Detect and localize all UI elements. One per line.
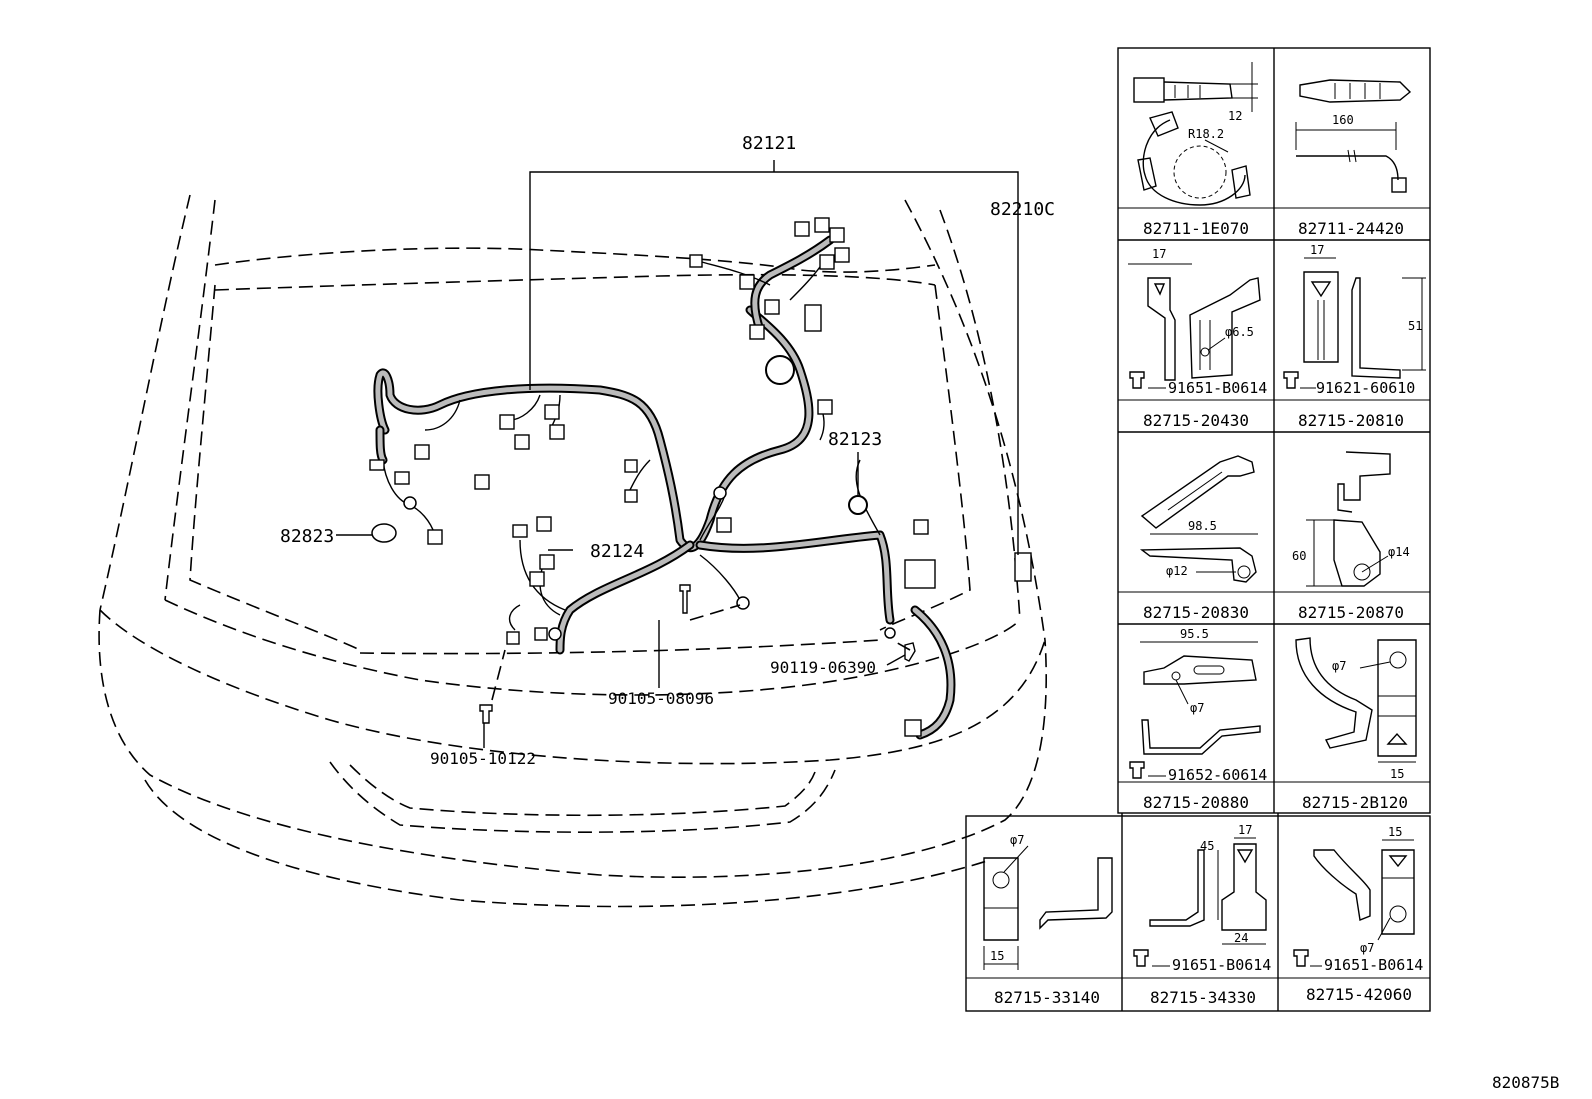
parts-table <box>965 47 1431 1012</box>
dim-45: 45 <box>1200 839 1214 853</box>
caption-82715-20870: 82715-20870 <box>1298 603 1404 622</box>
dim-95-5: 95.5 <box>1180 627 1209 641</box>
part-cell-82715-2b120: φ7 15 <box>1295 637 1417 781</box>
engine-wire-harness <box>369 217 1032 740</box>
part-cell-82715-20830: 98.5 φ12 <box>1139 455 1258 583</box>
part-number-captions: 82711-1E070 82711-24420 82715-20430 8271… <box>994 219 1412 1007</box>
caption-82711-1e070: 82711-1E070 <box>1143 219 1249 238</box>
part-cell-82715-20430: 17 φ6.5 91651-B0614 <box>1128 247 1267 397</box>
screw-91651-b0614-b: 91651-B0614 <box>1172 956 1271 974</box>
dim-12: 12 <box>1228 109 1242 123</box>
part-cell-82715-33140: φ7 15 <box>983 833 1113 970</box>
caption-82711-24420: 82711-24420 <box>1298 219 1404 238</box>
caption-82715-20830: 82715-20830 <box>1143 603 1249 622</box>
label-82823: 82823 <box>280 526 334 547</box>
part-cell-82715-34330: 45 17 24 91651-B0614 <box>1133 823 1271 974</box>
dim-15-a: 15 <box>1390 767 1404 781</box>
caption-82715-20810: 82715-20810 <box>1298 411 1404 430</box>
dim-24: 24 <box>1234 931 1248 945</box>
screw-91621-60610: 91621-60610 <box>1316 379 1415 397</box>
dim-60: 60 <box>1292 549 1306 563</box>
part-cell-82715-20870: φ14 60 <box>1292 451 1410 587</box>
caption-82715-2b120: 82715-2B120 <box>1302 793 1408 812</box>
label-82210c: 82210C <box>990 199 1055 220</box>
dim-51: 51 <box>1408 319 1422 333</box>
label-82121: 82121 <box>742 133 796 154</box>
label-82123: 82123 <box>828 429 882 450</box>
part-cell-82711-24420: 160 <box>1295 79 1412 193</box>
part-cell-82715-42060: 15 φ7 91651-B0614 <box>1293 825 1423 974</box>
label-90119-06390: 90119-06390 <box>770 658 876 677</box>
screw-91651-b0614-a: 91651-B0614 <box>1168 379 1267 397</box>
caption-82715-20430: 82715-20430 <box>1143 411 1249 430</box>
dim-phi7-a: φ7 <box>1190 701 1204 715</box>
part-cell-82715-20810: 17 51 91621-60610 <box>1283 243 1426 397</box>
part-cell-82711-1e070: 12 R18.2 <box>1133 62 1258 206</box>
dim-phi12: φ12 <box>1166 564 1188 578</box>
dim-17-c: 17 <box>1238 823 1252 837</box>
dim-17-b: 17 <box>1310 243 1324 257</box>
dim-15-c: 15 <box>1388 825 1402 839</box>
dim-phi7-b: φ7 <box>1332 659 1346 673</box>
dim-15-b: 15 <box>990 949 1004 963</box>
part-cell-82715-20880: 95.5 φ7 91652-60614 <box>1129 627 1267 784</box>
caption-82715-34330: 82715-34330 <box>1150 988 1256 1007</box>
caption-82715-33140: 82715-33140 <box>994 988 1100 1007</box>
caption-82715-20880: 82715-20880 <box>1143 793 1249 812</box>
figure-reference: 820875B <box>1492 1073 1559 1092</box>
screw-91652-60614: 91652-60614 <box>1168 766 1267 784</box>
dim-r18-2: R18.2 <box>1188 127 1224 141</box>
label-90105-08096: 90105-08096 <box>608 689 714 708</box>
dim-160: 160 <box>1332 113 1354 127</box>
dim-17-a: 17 <box>1152 247 1166 261</box>
dim-phi7-c: φ7 <box>1010 833 1024 847</box>
dim-phi7-d: φ7 <box>1360 941 1374 955</box>
caption-82715-42060: 82715-42060 <box>1306 985 1412 1004</box>
dim-phi6-5: φ6.5 <box>1225 325 1254 339</box>
dim-phi14: φ14 <box>1388 545 1410 559</box>
label-90105-10122: 90105-10122 <box>430 749 536 768</box>
label-82124: 82124 <box>590 541 644 562</box>
dim-98-5: 98.5 <box>1188 519 1217 533</box>
car-body-outline <box>98 194 1047 908</box>
leader-lines <box>336 160 1019 748</box>
screw-91651-b0614-c: 91651-B0614 <box>1324 956 1423 974</box>
main-part-labels: 82121 82210C 82123 82124 82823 90119-063… <box>280 133 1055 768</box>
